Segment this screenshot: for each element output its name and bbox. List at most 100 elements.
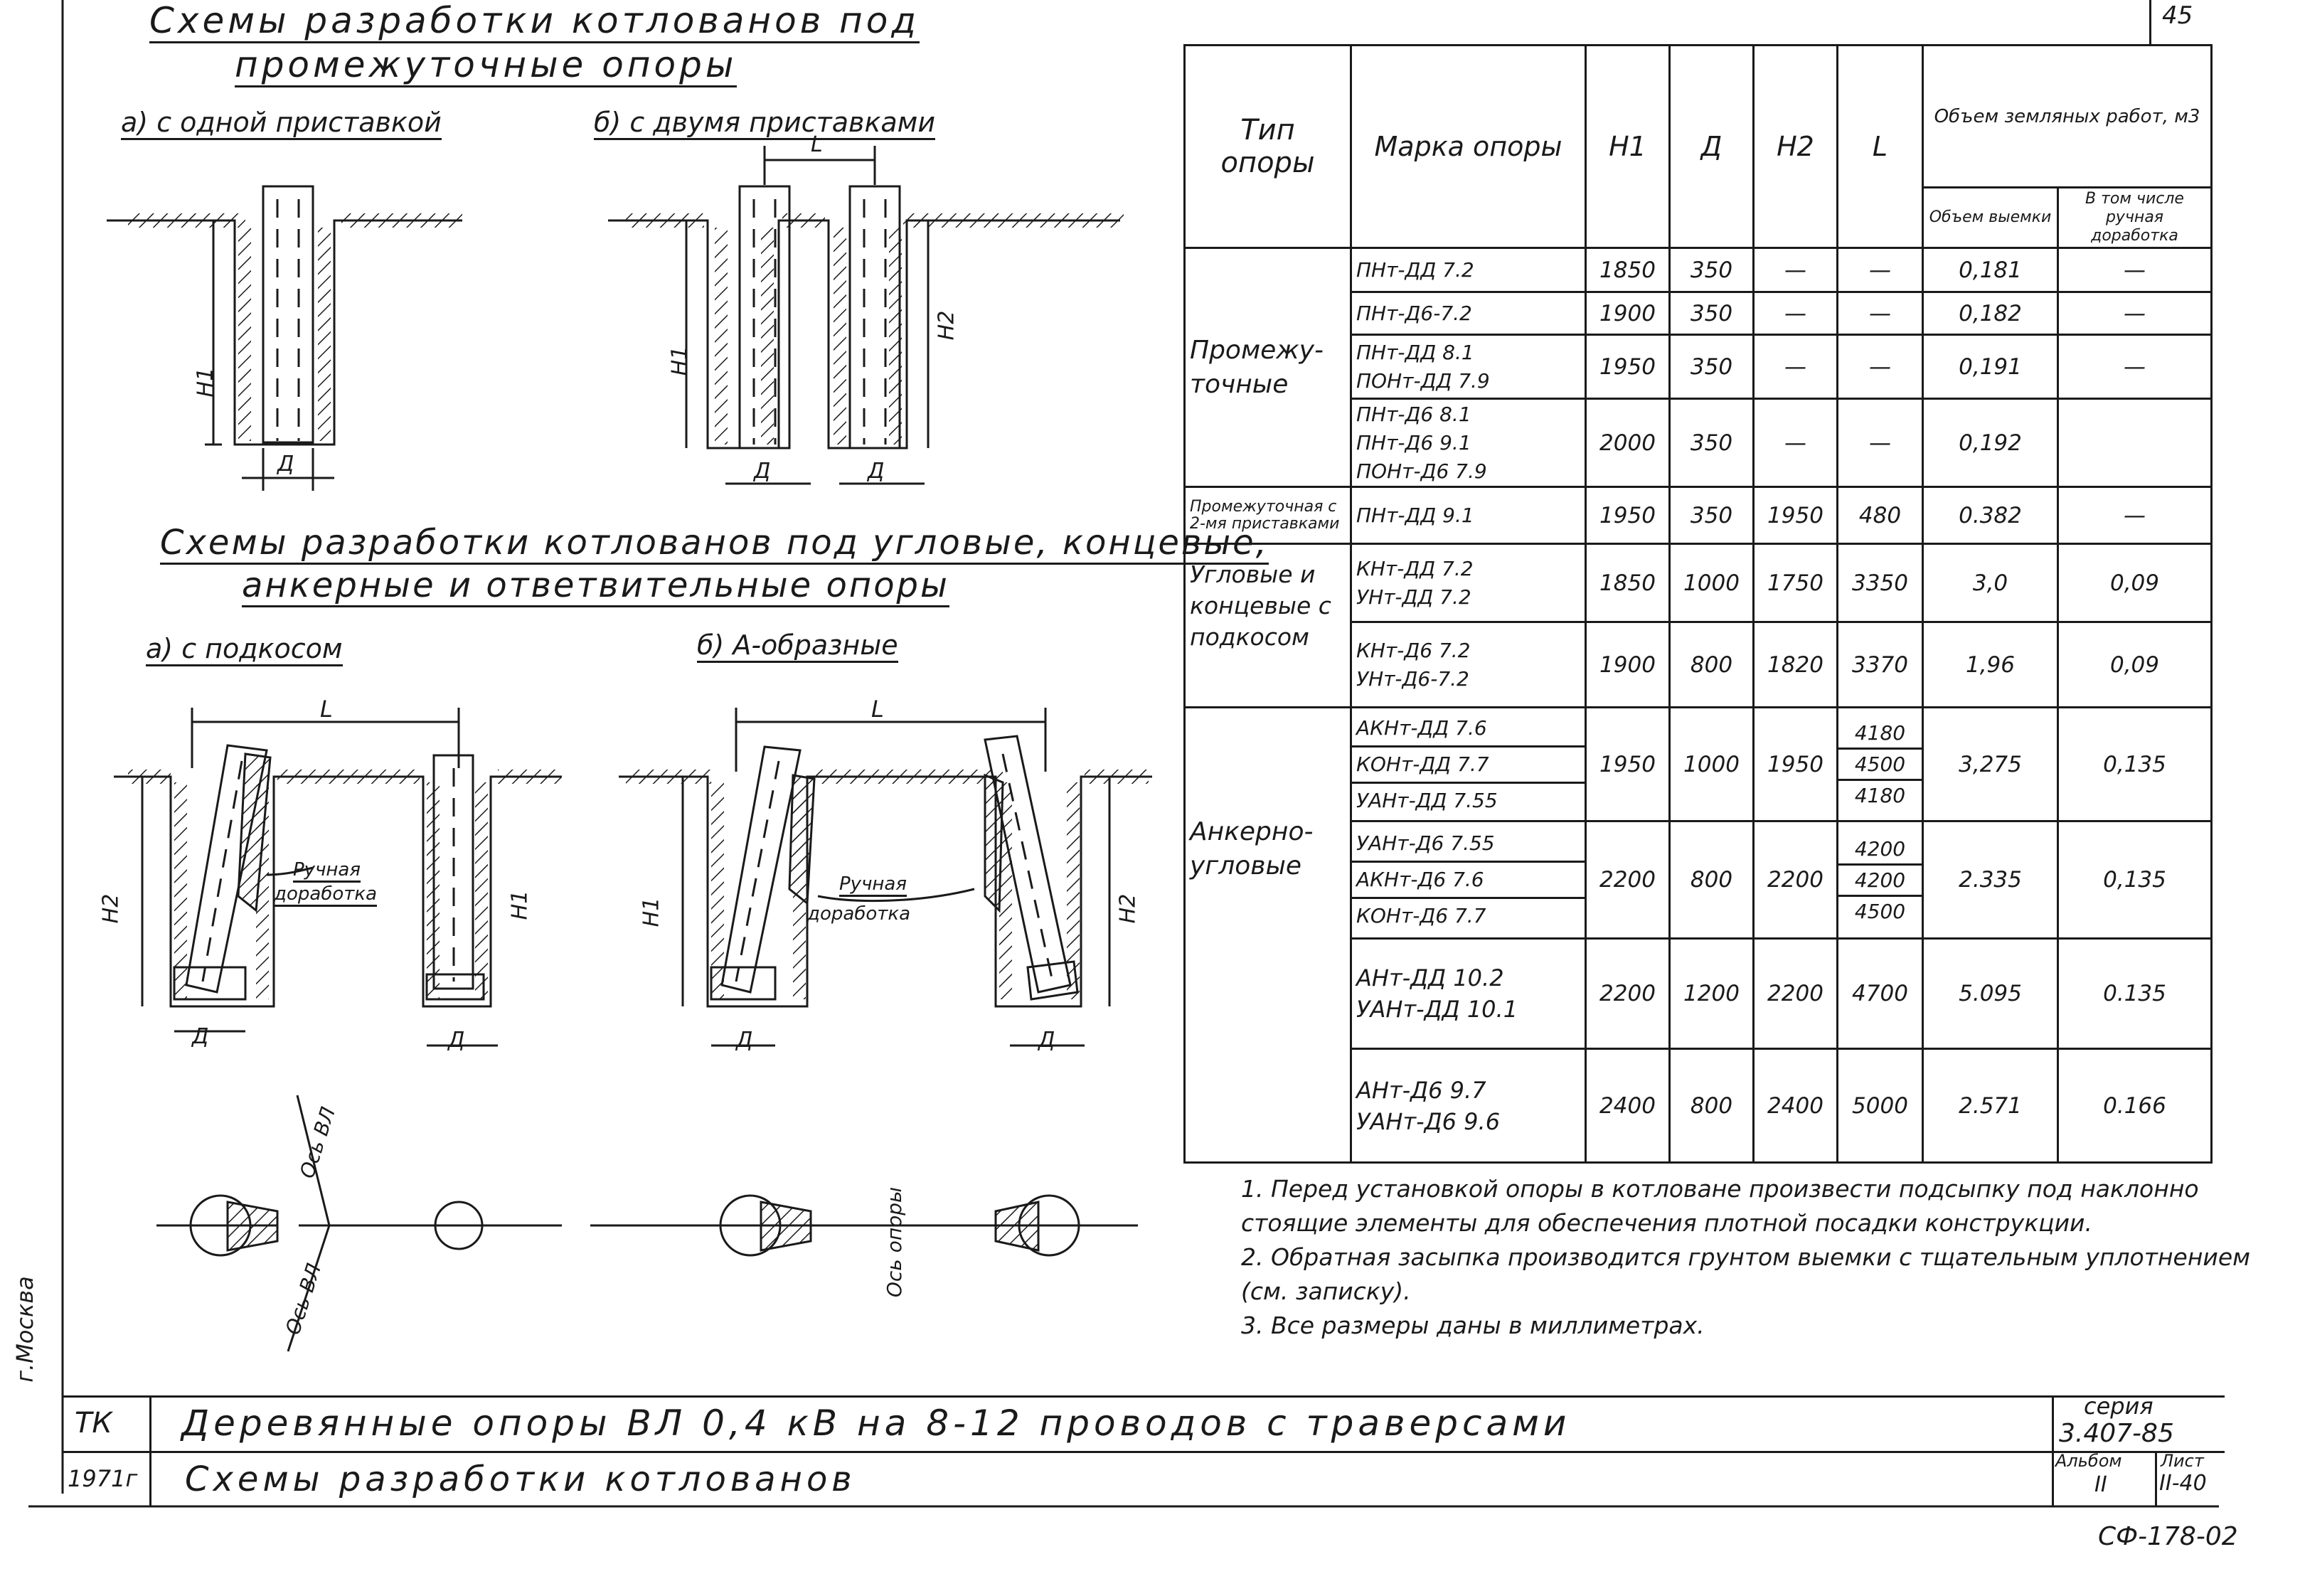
side-stamp: г.Москва [11, 1276, 38, 1383]
spec-table: Тип опоры Марка опоры H1 Д H2 L Объем зе… [1183, 44, 2213, 1164]
tb-album-value: II [2094, 1472, 2107, 1497]
m-0-0: — [2057, 247, 2213, 293]
h1-0-0: 1850 [1585, 247, 1671, 293]
d-3-1: 800 [1668, 820, 1755, 940]
bottom-code: СФ-178-02 [2098, 1522, 2238, 1551]
th-type: Тип опоры [1183, 44, 1352, 249]
figure-1b [608, 146, 1124, 485]
tb-sheet-label: Лист [2161, 1451, 2204, 1471]
h2-3-0: 1950 [1752, 706, 1838, 822]
d-1-0: 350 [1668, 486, 1755, 545]
th-mark: Марка опоры [1350, 44, 1587, 249]
section2-title-line1: Схемы разработки котлованов под угловые,… [160, 523, 1269, 565]
section2-title-line2: анкерные и ответвительные опоры [242, 565, 949, 607]
h2-0-0: — [1752, 247, 1838, 293]
tb-mid-line [63, 1451, 2225, 1453]
th-d: Д [1668, 44, 1755, 249]
l-0-2: — [1836, 334, 1924, 400]
d-0-3: 350 [1668, 398, 1755, 488]
label-h2-fig1b: H2 [934, 310, 959, 341]
l-0-3: — [1836, 398, 1924, 488]
h1-0-1: 1900 [1585, 291, 1671, 336]
label-dorabotka-fig2b: доработка [807, 903, 911, 925]
label-l-fig2a: L [320, 696, 333, 723]
th-h2: H2 [1752, 44, 1838, 249]
plan-view-2 [548, 1194, 1138, 1257]
h2-0-1: — [1752, 291, 1838, 336]
mark-3-1: УАНт-Д6 7.55 АКНт-Д6 7.6 КОНт-Д6 7.7 [1350, 820, 1587, 940]
tb-year: 1971г [68, 1465, 138, 1492]
m-2-1: 0,09 [2057, 621, 2213, 708]
v-2-0: 3,0 [1922, 543, 2059, 623]
label-h1-fig2a: H1 [507, 890, 533, 920]
tb-album-label: Альбом [2055, 1451, 2122, 1471]
note-3: 3. Все размеры даны в миллиметрах. [1241, 1312, 1705, 1339]
h2-2-1: 1820 [1752, 621, 1838, 708]
h1-3-0: 1950 [1585, 706, 1671, 822]
h2-3-2: 2200 [1752, 937, 1838, 1050]
sheet-number: 45 [2162, 1, 2193, 30]
l-2-0: 3350 [1836, 543, 1924, 623]
sheet-number-tick [2149, 0, 2151, 44]
label-d-fig1a: Д [277, 452, 294, 477]
h2-3-3: 2400 [1752, 1048, 1838, 1164]
v-3-0: 3,275 [1922, 706, 2059, 822]
label-manual-fig2a: Ручная [293, 859, 361, 883]
th-l: L [1836, 44, 1924, 249]
l-2-1: 3370 [1836, 621, 1924, 708]
d-0-1: 350 [1668, 291, 1755, 336]
d-3-2: 1200 [1668, 937, 1755, 1050]
h2-0-2: — [1752, 334, 1838, 400]
d-3-0: 1000 [1668, 706, 1755, 822]
tb-vert-1 [149, 1395, 151, 1506]
mark-3-0: АКНт-ДД 7.6 КОНт-ДД 7.7 УАНт-ДД 7.55 [1350, 706, 1587, 822]
type-intermediate: Промежу-точные [1183, 247, 1352, 488]
figure-2a [114, 708, 562, 1047]
d-2-1: 800 [1668, 621, 1755, 708]
tb-vert-3 [2155, 1451, 2157, 1506]
h2-0-3: — [1752, 398, 1838, 488]
l-1-0: 480 [1836, 486, 1924, 545]
figure-1a [107, 185, 462, 491]
label-d1-fig2a: Д [192, 1024, 209, 1049]
l-0-0: — [1836, 247, 1924, 293]
v-0-2: 0,191 [1922, 334, 2059, 400]
m-3-1: 0,135 [2057, 820, 2213, 940]
v-1-0: 0.382 [1922, 486, 2059, 545]
label-h2-fig2b: H2 [1115, 893, 1141, 924]
label-h1-fig1a: H1 [193, 367, 218, 398]
type-anchor: Анкерно-угловые [1183, 706, 1352, 1164]
label-d1-fig2b: Д [736, 1028, 753, 1053]
label-l-fig2b: L [871, 696, 884, 723]
th-volume-group: Объем земляных работ, м3 [1922, 44, 2213, 188]
tb-title2: Схемы разработки котлованов [185, 1459, 856, 1499]
label-h2-fig2a-left: H2 [98, 893, 124, 924]
v-3-3: 2.571 [1922, 1048, 2059, 1164]
plan-view-1 [156, 1095, 562, 1352]
section2-sub-b: б) А-образные [697, 629, 898, 663]
m-2-0: 0,09 [2057, 543, 2213, 623]
d-2-0: 1000 [1668, 543, 1755, 623]
type-angular: Угловые и концевые с подкосом [1183, 543, 1352, 708]
tb-vert-2 [2052, 1395, 2054, 1506]
label-d1-fig1b: Д [754, 459, 771, 484]
h2-3-1: 2200 [1752, 820, 1838, 940]
l-3-1: 4200 4200 4500 [1836, 820, 1924, 940]
l-3-2: 4700 [1836, 937, 1924, 1050]
m-3-0: 0,135 [2057, 706, 2213, 822]
label-manual-fig2b: Ручная [839, 873, 907, 897]
section2-sub-a: а) с подкосом [146, 633, 343, 666]
h1-0-3: 2000 [1585, 398, 1671, 488]
v-2-1: 1,96 [1922, 621, 2059, 708]
label-dorabotka-fig2a: доработка [274, 883, 378, 907]
mark-0-0: ПНт-ДД 7.2 [1350, 247, 1587, 293]
m-0-2: — [2057, 334, 2213, 400]
label-h1-fig2b: H1 [639, 897, 664, 927]
v-0-1: 0,182 [1922, 291, 2059, 336]
tb-org: ТК [75, 1407, 112, 1440]
